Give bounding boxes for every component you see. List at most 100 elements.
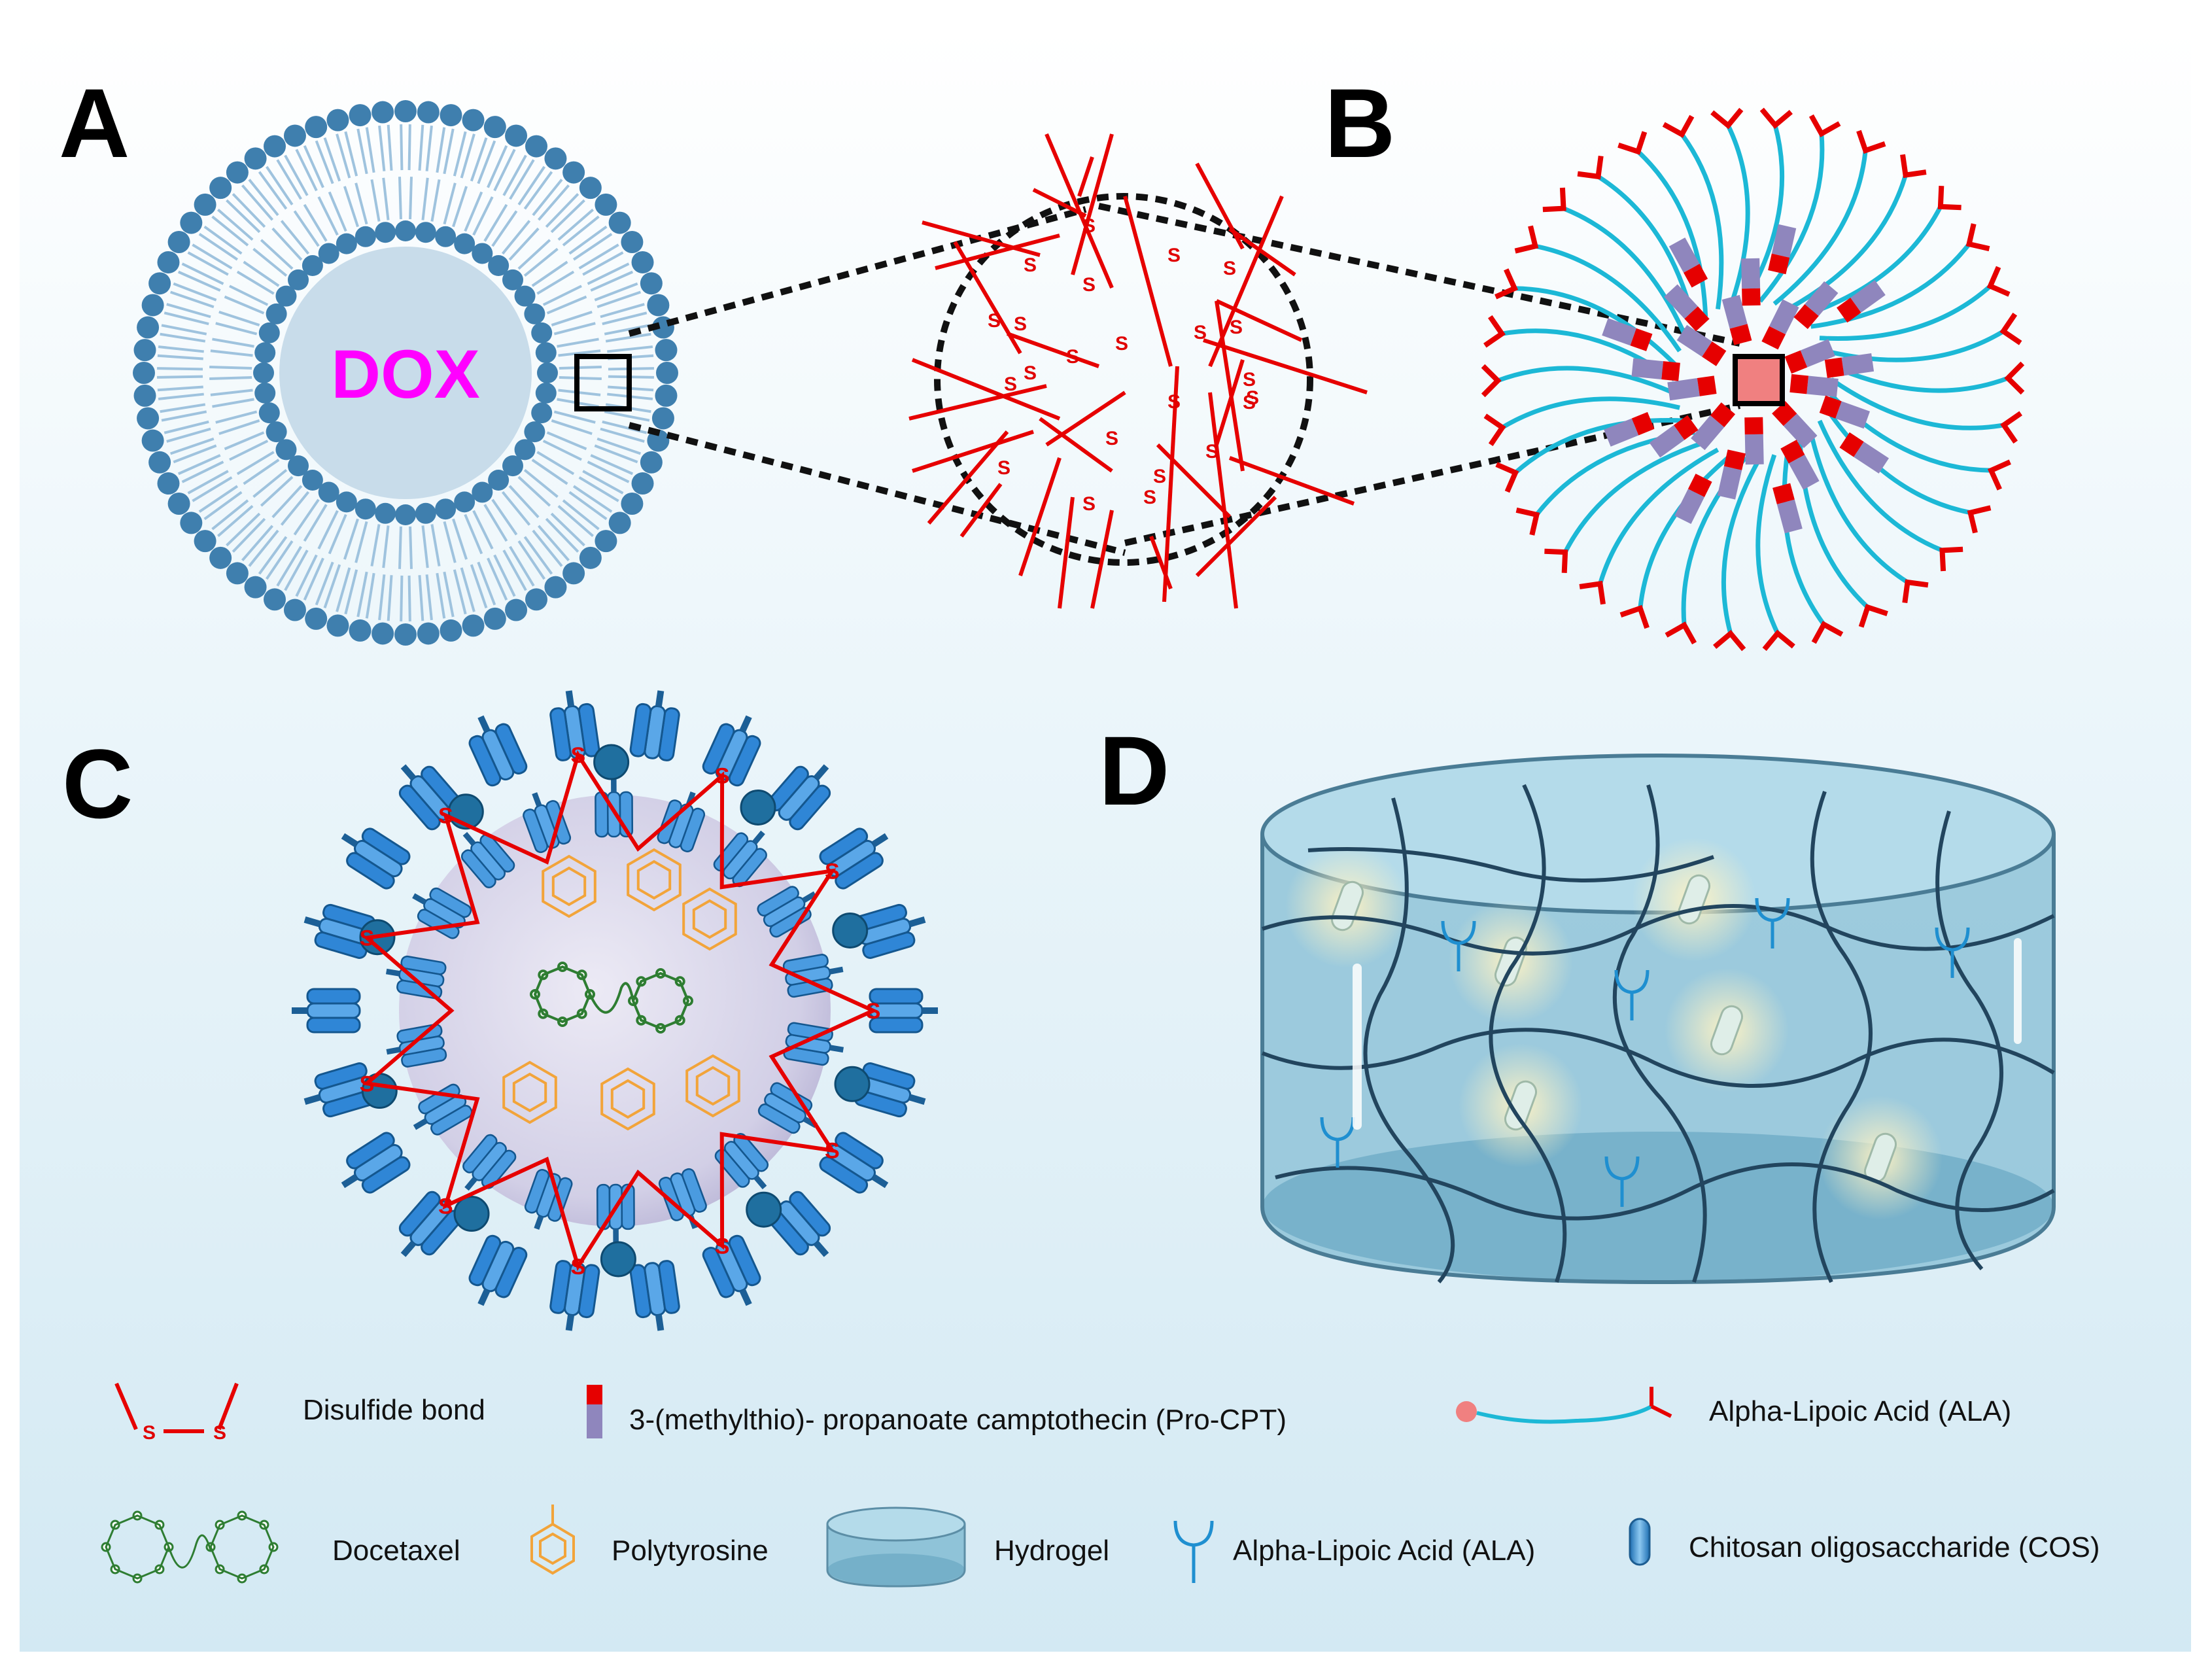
outer-lipid-heads (133, 100, 678, 646)
lipid-head (655, 384, 678, 407)
lipid-head (258, 402, 280, 424)
ala-end (1939, 546, 1963, 572)
lipid-head (514, 285, 536, 307)
ala-chain (1496, 366, 1677, 396)
lipid-head (483, 116, 506, 139)
polymer-chain (1208, 392, 1238, 609)
docetaxel-ring (533, 965, 592, 1024)
polytyrosine-ring (682, 887, 737, 951)
procpt-unit (1839, 432, 1890, 474)
lipid-head (349, 104, 372, 127)
ala-end (2000, 411, 2022, 444)
lipid-head (531, 322, 553, 343)
lipid-head (209, 546, 232, 569)
disulfide-s-label: S (1024, 254, 1037, 276)
polymer-chain (912, 430, 1034, 473)
hydrogel-cylinder (1260, 754, 2056, 1285)
polymer-chain (1123, 196, 1173, 367)
lipid-head (141, 294, 164, 317)
ala-chain-line-icon (1476, 1404, 1653, 1424)
lipid-head (283, 124, 306, 147)
disulfide-s-label: S (715, 1234, 730, 1259)
hydrogel-strand (1307, 847, 1714, 882)
lipid-head (483, 607, 506, 630)
ala-chain (1810, 242, 1971, 329)
protein (398, 1191, 462, 1257)
disulfide-s-label: S (1167, 391, 1181, 413)
protein (341, 827, 411, 890)
protein (869, 988, 938, 1034)
lipid-head (275, 285, 297, 307)
hydrogel-icon (826, 1506, 966, 1588)
polytyrosine-ring (502, 1060, 557, 1124)
protein (413, 1083, 473, 1136)
ala-end (1495, 462, 1519, 493)
lipid-head (264, 588, 286, 611)
ala-chain (1830, 377, 2005, 430)
lipid-head (148, 451, 171, 474)
panel-letter-d: D (1099, 716, 1169, 826)
ala-chain (1817, 419, 1943, 553)
lipid-head (462, 614, 485, 637)
lipid-head (631, 472, 654, 495)
zoom-lines (628, 193, 1741, 566)
ala-end (1999, 313, 2022, 345)
ala-end (1542, 187, 1566, 213)
legend-hydrogel: Hydrogel (826, 1506, 1109, 1588)
legend-cos-label: Chitosan oligosaccharide (COS) (1689, 1531, 2100, 1563)
disulfide-s-label: S (1246, 387, 1259, 409)
lipid-head (535, 382, 557, 404)
lipid-head (264, 135, 286, 158)
protein (819, 827, 889, 890)
protein-bead (600, 1241, 636, 1278)
procpt-unit (1649, 415, 1699, 458)
polymer-chain (911, 358, 1061, 421)
ala-chain (1638, 453, 1733, 609)
protein (629, 690, 680, 761)
legend-ala-chain: Alpha-Lipoic Acid (ALA) (1456, 1387, 2011, 1427)
protein (702, 1234, 761, 1306)
polymer-chain (1195, 495, 1277, 578)
lipid-head (535, 342, 557, 364)
lipid-head (275, 439, 297, 461)
lipid-head (524, 303, 545, 324)
lipid-head (621, 493, 644, 515)
disulfide-s-label: S (570, 1255, 585, 1279)
protein (341, 1132, 411, 1194)
procpt-unit (1793, 281, 1839, 329)
ala-end (1495, 268, 1518, 300)
procpt-unit (1761, 299, 1799, 350)
ala-end (1808, 114, 1841, 137)
lipid-head (137, 407, 160, 430)
disulfide-s-label: S (360, 1071, 375, 1096)
disulfide-s-label: S (825, 859, 840, 884)
disulfide-s-label: S (1082, 493, 1096, 515)
lipid-head (194, 530, 216, 553)
ala-chain (1808, 432, 1909, 585)
procpt-unit (1819, 395, 1870, 429)
ala-end (1577, 155, 1604, 180)
ala-end (1988, 459, 2011, 491)
lipid-head (244, 576, 267, 599)
lipid-head (537, 362, 558, 383)
lipid-head (226, 562, 249, 585)
protein (702, 715, 761, 787)
polytyrosine-icon (530, 1505, 575, 1575)
lipid-head (579, 546, 602, 569)
ala-end (1856, 130, 1886, 154)
ala-end (1617, 131, 1648, 155)
legend-disulfide: S S Disulfide bond (114, 1382, 485, 1444)
lipid-head (336, 491, 357, 513)
polymer-chain (1215, 300, 1245, 472)
ala-chain (1680, 133, 1724, 310)
lipid-head (435, 498, 457, 520)
disulfide-crosslinked-network (908, 133, 1368, 609)
ala-chain (1824, 406, 1971, 515)
lipid-head (209, 177, 232, 200)
procpt-unit (1674, 474, 1712, 525)
procpt-unit (1741, 258, 1761, 306)
lipid-head (157, 472, 180, 495)
lipid-head (266, 421, 287, 443)
disulfide-s-label: S (1105, 428, 1118, 449)
legend-ala-receptor: Alpha-Lipoic Acid (ALA) (1173, 1520, 1535, 1583)
